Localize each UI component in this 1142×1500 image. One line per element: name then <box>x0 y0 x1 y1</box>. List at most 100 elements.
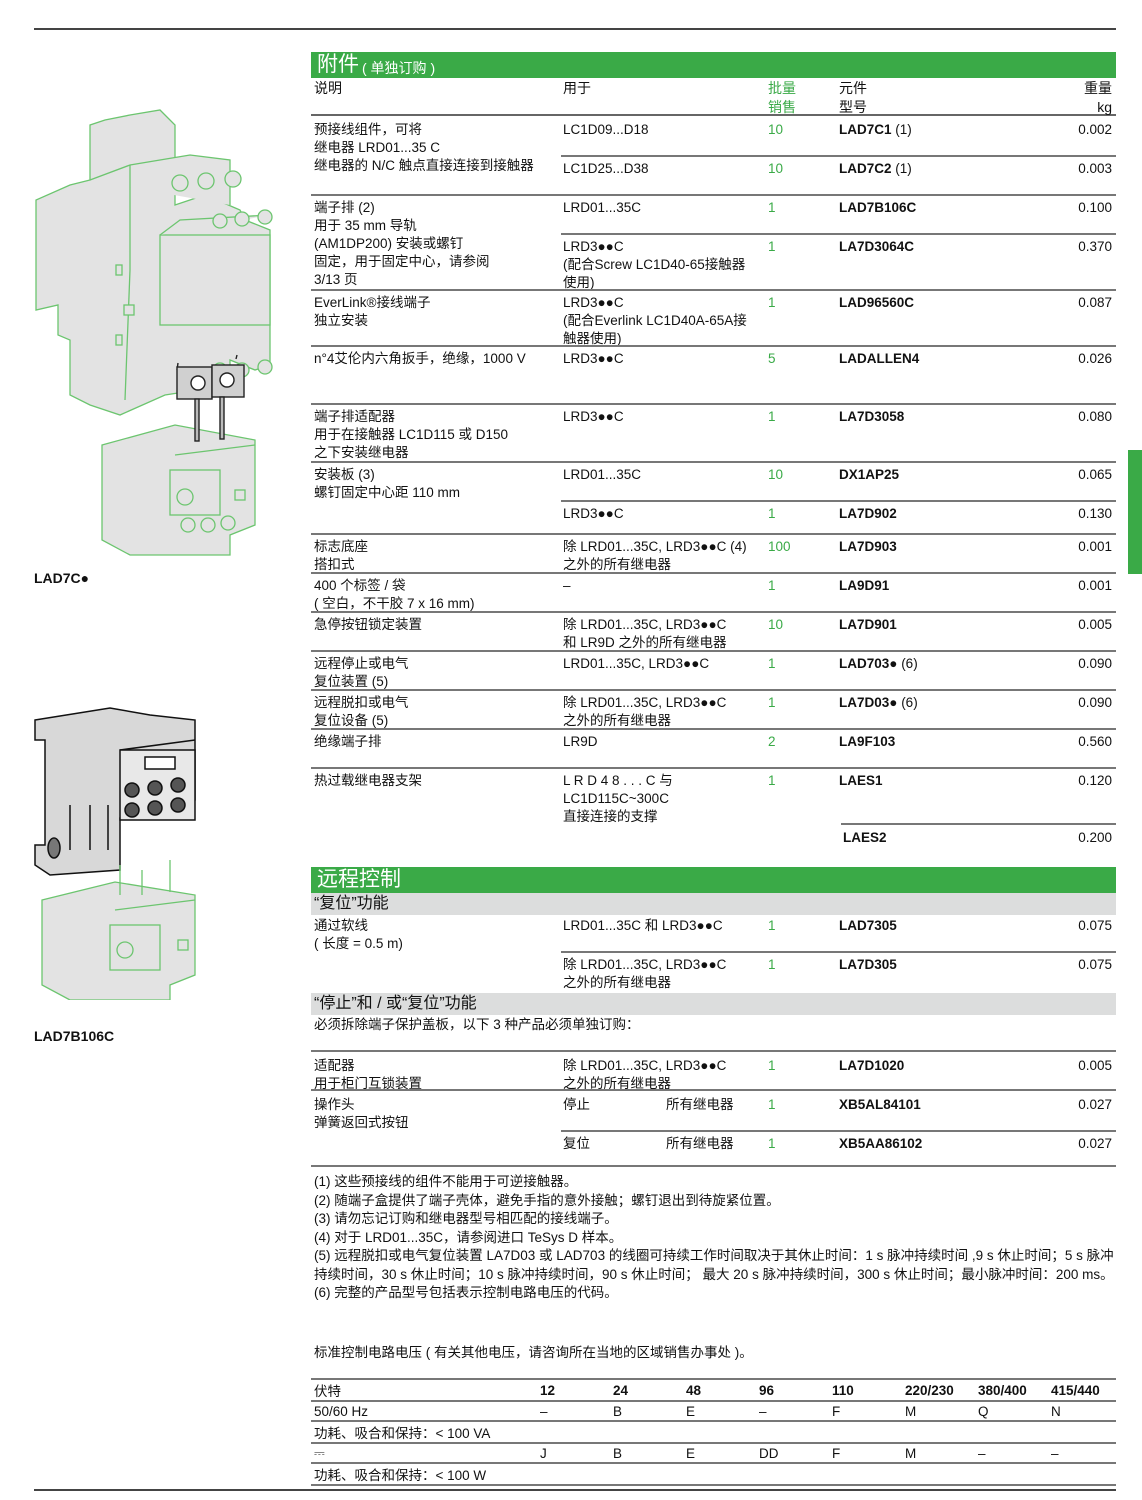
ac-label: 50/60 Hz <box>314 1403 369 1419</box>
row-unit-reference: LA7D901 <box>839 617 897 632</box>
row-sold-in-lots: 1 <box>768 295 776 310</box>
ac-code: – <box>540 1403 548 1419</box>
row-unit-reference: LAD96560C <box>839 295 915 310</box>
row-for-use-with: LRD3●●C(配合Screw LC1D40-65接触器使用) <box>563 239 746 290</box>
row-divider <box>561 155 1116 157</box>
ac-code: B <box>613 1403 623 1419</box>
dc-code: – <box>978 1445 986 1461</box>
row-description: 急停按钮锁定装置 <box>314 617 422 632</box>
row-sold-in-lots: 1 <box>768 578 776 593</box>
volts-label: 伏特 <box>314 1384 341 1399</box>
ac-code: M <box>905 1403 917 1419</box>
row-divider <box>311 728 1116 730</box>
row-unit-reference: LA9D91 <box>839 578 890 593</box>
row-sold-in-lots: 2 <box>768 734 776 749</box>
row-unit-reference: XB5AA86102 <box>839 1136 923 1151</box>
row-divider <box>311 403 1116 405</box>
row-for-use-with: LRD01...35C 和 LRD3●●C <box>563 918 723 933</box>
row-sold-in-lots: 1 <box>768 695 776 710</box>
row-unit-reference: XB5AL84101 <box>839 1097 921 1112</box>
remote-control-title-bar: 远程控制 <box>311 867 1116 893</box>
reference-footnote: (1) <box>891 161 912 176</box>
accessories-subtitle: ( 单独订购 ) <box>362 60 436 76</box>
row-divider <box>561 233 1116 235</box>
row-for-use-with-2: 所有继电器 <box>666 1136 734 1151</box>
voltage-intro: 标准控制电路电压 ( 有关其他电压，请咨询所在当地的区域销售办事处 )。 <box>314 1345 753 1360</box>
row-for-use-with: LRD3●●C <box>563 409 624 424</box>
dc-code: – <box>1051 1445 1059 1461</box>
footnote-4: (4) 对于 LRD01...35C，请参阅进口 TeSys D 样本。 <box>314 1229 623 1245</box>
row-unit-reference: LAD7C2 (1) <box>839 161 912 176</box>
row-divider <box>311 1089 1116 1091</box>
row-unit-reference: LA9F103 <box>839 734 896 749</box>
header-for-use-with: 用于 <box>563 80 591 96</box>
row-for-use-with: – <box>563 578 571 593</box>
row-for-use-with-2: 所有继电器 <box>666 1097 734 1112</box>
row-for-use-with: LC1D25...D38 <box>563 161 649 176</box>
ac-code: E <box>686 1403 696 1419</box>
row-weight: 0.370 <box>1078 239 1112 254</box>
row-divider <box>561 951 1116 953</box>
row-sold-in-lots: 1 <box>768 506 776 521</box>
chapter-tab <box>1128 450 1142 574</box>
row-for-use-with: LC1D09...D18 <box>563 122 649 137</box>
dc-code: M <box>905 1445 917 1461</box>
row-weight: 0.003 <box>1078 161 1112 176</box>
stop-reset-note: 必须拆除端子保护盖板，以下 3 种产品必须单独订购： <box>314 1017 640 1032</box>
row-sold-in-lots: 1 <box>768 957 776 972</box>
row-for-use-with: LRD01...35C, LRD3●●C <box>563 656 710 671</box>
row-sold-in-lots: 10 <box>768 467 784 482</box>
footnote-list: (1) 这些预接线的组件不能用于可逆接触器。(2) 随端子盒提供了端子壳体，避免… <box>311 1173 1116 1303</box>
footnote-1: (1) 这些预接线的组件不能用于可逆接触器。 <box>314 1174 578 1189</box>
reference-footnote: (6) <box>897 656 918 671</box>
row-weight: 0.005 <box>1078 1058 1112 1073</box>
header-description: 说明 <box>314 80 342 96</box>
row-weight: 0.002 <box>1078 122 1112 137</box>
row-for-use-with: LRD01...35C <box>563 200 642 215</box>
row-sold-in-lots: 1 <box>768 1058 776 1073</box>
row-weight: 0.026 <box>1078 351 1112 366</box>
row-weight: 0.075 <box>1078 918 1112 933</box>
row-for-use-with: 停止 <box>563 1097 590 1112</box>
ac-code: Q <box>978 1403 989 1419</box>
row-description: 远程停止或电气复位装置 (5) <box>314 656 409 689</box>
stop-reset-section: “停止”和 / 或“复位”功能 必须拆除端子保护盖板，以下 3 种产品必须单独订… <box>311 993 1116 1035</box>
figure-lad7c <box>30 95 290 565</box>
dc-code: F <box>832 1445 841 1461</box>
footnote-3: (3) 请勿忘记订购和继电器型号相匹配的接线端子。 <box>314 1211 618 1226</box>
row-description: 标志底座搭扣式 <box>314 539 368 572</box>
row-description: 通过软线( 长度 = 0.5 m) <box>314 918 403 951</box>
dc-code: DD <box>759 1445 779 1461</box>
voltage-value: 24 <box>613 1382 629 1398</box>
stop-reset-function-bar: “停止”和 / 或“复位”功能 <box>311 993 1116 1015</box>
row-weight: 0.027 <box>1078 1097 1112 1112</box>
voltage-value: 12 <box>540 1382 556 1398</box>
figure-lad7b106c <box>30 700 210 1001</box>
row-unit-reference: LA7D3064C <box>839 239 915 254</box>
row-description: n°4艾伦内六角扳手，绝缘，1000 V <box>314 351 526 366</box>
row-for-use-with: 除 LRD01...35C, LRD3●●C (4)之外的所有继电器 <box>563 539 747 572</box>
row-divider <box>311 1050 1116 1052</box>
row-sold-in-lots: 1 <box>768 656 776 671</box>
row-sold-in-lots: 1 <box>768 918 776 933</box>
row-weight: 0.560 <box>1078 734 1112 749</box>
row-sold-in-lots: 1 <box>768 409 776 424</box>
row-description: 绝缘端子排 <box>314 734 382 749</box>
row-sold-in-lots: 1 <box>768 1097 776 1112</box>
ac-code: N <box>1051 1403 1061 1419</box>
voltage-value: 48 <box>686 1382 702 1398</box>
dc-code: E <box>686 1445 696 1461</box>
row-divider <box>311 572 1116 574</box>
row-unit-reference: LAD7B106C <box>839 200 917 215</box>
row-divider <box>311 650 1116 652</box>
row-unit-reference: LAD7305 <box>839 918 897 933</box>
dc-code: B <box>613 1445 623 1461</box>
row-sold-in-lots: 1 <box>768 1136 776 1151</box>
remote-control-section: 远程控制 “复位”功能 <box>311 867 1116 915</box>
